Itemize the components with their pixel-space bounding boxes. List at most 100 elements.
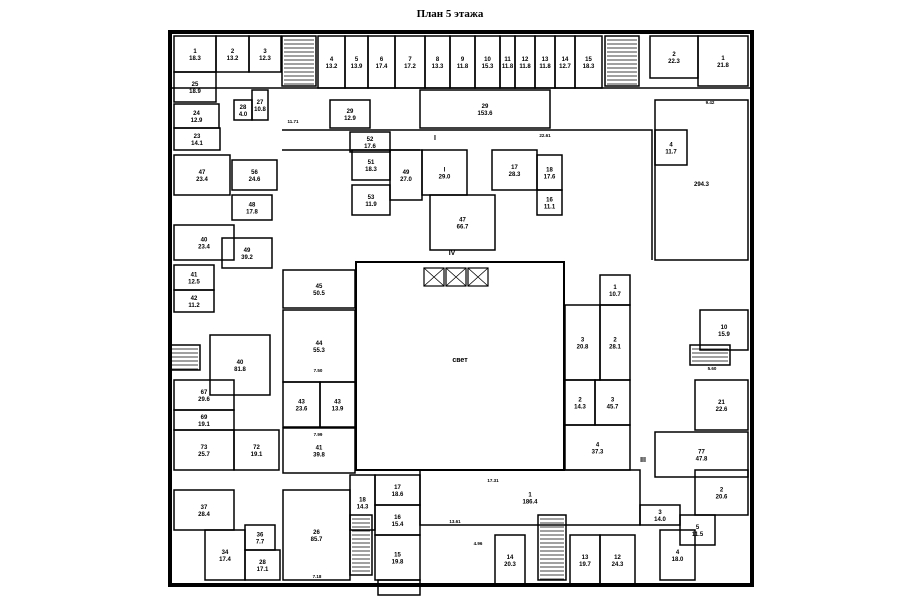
room-number: I bbox=[444, 168, 446, 174]
room-number: 49 bbox=[244, 248, 251, 254]
room-area: 14.1 bbox=[191, 141, 203, 147]
elevator-cross bbox=[467, 267, 489, 287]
dimension-label: 17.31 bbox=[487, 478, 499, 483]
room-number: 2 bbox=[578, 398, 582, 404]
room-number: 37 bbox=[201, 505, 208, 511]
room-area: 17.4 bbox=[376, 64, 388, 70]
room-number: 27 bbox=[257, 100, 264, 106]
room-area: 7.7 bbox=[256, 540, 265, 546]
room-outline bbox=[173, 289, 215, 313]
room-area: 12.7 bbox=[559, 64, 571, 70]
room-area: 29.0 bbox=[439, 175, 451, 181]
room-number: 52 bbox=[367, 137, 374, 143]
elevator-cross bbox=[423, 267, 445, 287]
room-area: 11.9 bbox=[365, 202, 377, 208]
room-area: 20.3 bbox=[504, 562, 516, 568]
room-outline bbox=[351, 184, 391, 216]
room-outline bbox=[251, 89, 269, 121]
room-area: 17.6 bbox=[544, 175, 556, 181]
room-area: 14.3 bbox=[357, 505, 369, 511]
dimension-label: 11.71 bbox=[287, 119, 299, 124]
room-area: 11.1 bbox=[544, 205, 556, 211]
room-area: 11.8 bbox=[457, 64, 469, 70]
room-area: 11.5 bbox=[692, 532, 704, 538]
room-outline bbox=[419, 89, 551, 129]
room-number: 36 bbox=[257, 533, 264, 539]
room-outline bbox=[694, 379, 749, 431]
room-area: 22.3 bbox=[668, 59, 680, 65]
room-number: 28 bbox=[259, 560, 266, 566]
room-number: 77 bbox=[698, 450, 705, 456]
room-area: 20.6 bbox=[716, 495, 728, 501]
room-outline bbox=[231, 194, 273, 221]
room-number: 3 bbox=[581, 338, 585, 344]
room-outline bbox=[248, 35, 282, 73]
dimension-label: 22.61 bbox=[539, 133, 551, 138]
room-outline bbox=[231, 159, 278, 191]
room-area: 15.9 bbox=[718, 332, 730, 338]
room-number: 45 bbox=[316, 284, 323, 290]
room-number: 29 bbox=[347, 109, 354, 115]
room-area: 45.7 bbox=[607, 405, 619, 411]
room-number: 73 bbox=[201, 445, 208, 451]
room-number: 4 bbox=[676, 550, 680, 556]
room-area: 18.3 bbox=[365, 167, 377, 173]
room-number: 18 bbox=[546, 168, 553, 174]
room-number: 14 bbox=[507, 555, 514, 561]
room-number: 13 bbox=[582, 555, 589, 561]
room-area: 11.8 bbox=[519, 64, 531, 70]
room-area: 18.0 bbox=[672, 557, 684, 563]
room-outline bbox=[536, 189, 563, 216]
room-area: 25.7 bbox=[198, 452, 210, 458]
room-outline bbox=[244, 549, 281, 581]
room-area: 19.1 bbox=[251, 452, 263, 458]
room-number: 1 bbox=[193, 49, 197, 55]
room-area: 12.5 bbox=[188, 280, 200, 286]
room-number: 2 bbox=[672, 52, 676, 58]
room-area: 21.8 bbox=[717, 63, 729, 69]
room-number: 3 bbox=[263, 49, 267, 55]
room-number: 26 bbox=[313, 530, 320, 536]
room-area: 19.8 bbox=[392, 560, 404, 566]
room-area: 186.4 bbox=[522, 500, 538, 506]
room-number: 53 bbox=[368, 195, 375, 201]
room-outline bbox=[574, 35, 603, 89]
room-outline bbox=[679, 514, 716, 546]
room-number: 28 bbox=[240, 105, 247, 111]
room-outline bbox=[233, 429, 280, 471]
room-number: 8 bbox=[436, 57, 440, 63]
room-number: 42 bbox=[191, 296, 198, 302]
room-area: 12.9 bbox=[191, 118, 203, 124]
room-number: 29 bbox=[482, 104, 489, 110]
plan-title: План 5 этажа bbox=[416, 8, 484, 20]
room-outline bbox=[173, 127, 221, 151]
section-label: IV bbox=[449, 250, 456, 257]
room-number: 47 bbox=[199, 170, 206, 176]
elevator-shaft bbox=[423, 267, 445, 287]
room-area: 17.2 bbox=[404, 64, 416, 70]
room-area: 55.3 bbox=[313, 348, 325, 354]
room-number: 48 bbox=[249, 203, 256, 209]
room-area: 81.8 bbox=[234, 367, 246, 373]
room-number: 10 bbox=[484, 57, 491, 63]
room-area: 15.3 bbox=[482, 64, 494, 70]
room-number: 47 bbox=[459, 218, 466, 224]
room-number: 34 bbox=[222, 550, 229, 556]
room-area: 28.3 bbox=[509, 172, 521, 178]
room-number: 15 bbox=[585, 57, 592, 63]
room-number: 10 bbox=[721, 325, 728, 331]
elevator-shaft bbox=[467, 267, 489, 287]
room-area: 23.6 bbox=[296, 407, 308, 413]
room-outline bbox=[173, 154, 231, 196]
room-number: 6 bbox=[380, 57, 384, 63]
room-area: 13.9 bbox=[332, 407, 344, 413]
room-outline bbox=[419, 469, 641, 526]
room-area: 29.6 bbox=[198, 397, 210, 403]
room-outline bbox=[599, 534, 636, 586]
room-area: 39.8 bbox=[313, 453, 325, 459]
room-number: 11 bbox=[504, 57, 511, 63]
room-area: 13.9 bbox=[351, 64, 363, 70]
room-outline bbox=[494, 534, 526, 586]
room-number: 21 bbox=[718, 400, 725, 406]
room-number: 15 bbox=[394, 553, 401, 559]
